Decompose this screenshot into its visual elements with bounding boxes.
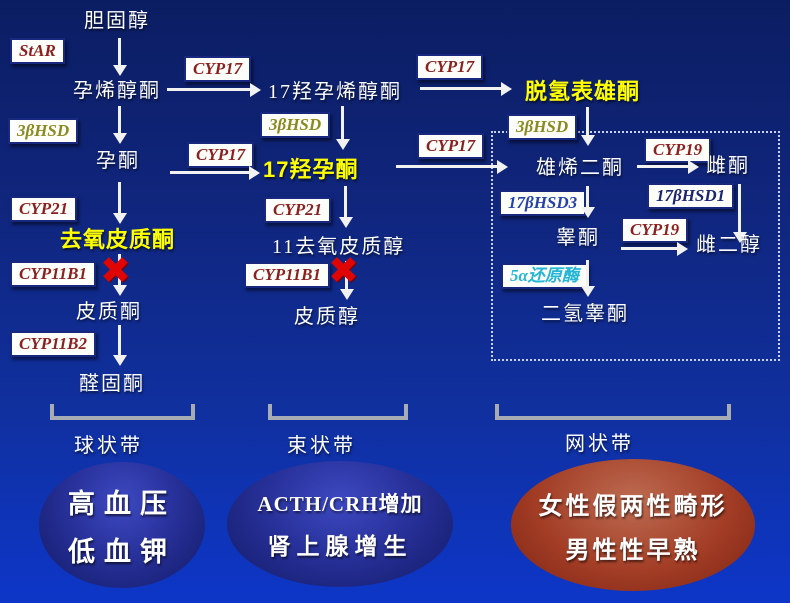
enzyme-17bhsd1: 17βHSD1 [647, 183, 735, 210]
enzyme-cyp17-2: CYP17 [187, 142, 255, 169]
node-cortisol: 皮质醇 [294, 306, 360, 328]
node-testosterone: 睾酮 [556, 227, 600, 249]
enzyme-3bhsd-1: 3βHSD [8, 118, 79, 145]
node-pregnenolone: 孕烯醇酮 [73, 80, 161, 102]
node-cholesterol: 胆固醇 [84, 10, 150, 32]
outcome-text: 男性性早熟 [565, 536, 701, 564]
outcome-ellipse-fasciculata: ACTH/CRH增加 肾上腺增生 [227, 461, 453, 587]
enzyme-cyp21-2: CYP21 [264, 197, 332, 224]
reticularis-dotted-region [491, 131, 780, 361]
outcome-text: ACTH/CRH增加 [257, 491, 423, 516]
enzyme-cyp19-2: CYP19 [621, 217, 689, 244]
node-estrone: 雌酮 [706, 155, 750, 177]
arrow-pregnenolone-to-17oh-pregnenolone [167, 88, 251, 91]
enzyme-5a-reductase: 5α还原酶 [501, 263, 588, 290]
enzyme-cyp17-1: CYP17 [184, 56, 252, 83]
arrow-17oh-pregnenolone-to-17oh-progesterone [341, 106, 344, 140]
node-17oh-progesterone: 17羟孕酮 [263, 157, 359, 182]
arrow-corticosterone-to-aldosterone [118, 325, 121, 356]
node-17oh-pregnenolone: 17羟孕烯醇酮 [268, 81, 402, 103]
zone-label-glomerulosa: 球状带 [74, 435, 143, 457]
enzyme-cyp21-1: CYP21 [10, 196, 78, 223]
arrow-estrone-to-estradiol [738, 184, 741, 233]
arrow-17oh-progesterone-to-androstenedione [396, 165, 498, 168]
enzyme-17bhsd3: 17βHSD3 [499, 190, 587, 217]
node-progesterone: 孕酮 [96, 150, 140, 172]
node-dht: 二氢睾酮 [541, 303, 629, 325]
node-deoxycorticosterone: 去氧皮质酮 [60, 227, 176, 252]
enzyme-cyp19-1: CYP19 [644, 137, 712, 164]
zone-label-fasciculata: 束状带 [287, 435, 356, 457]
enzyme-cyp11b2: CYP11B2 [10, 331, 97, 358]
enzyme-star: StAR [10, 38, 65, 65]
enzyme-cyp17-4: CYP17 [417, 133, 485, 160]
enzyme-cyp17-3: CYP17 [416, 54, 484, 81]
node-corticosterone: 皮质酮 [76, 301, 142, 323]
enzyme-3bhsd-2: 3βHSD [260, 112, 331, 139]
outcome-text: 肾上腺增生 [267, 532, 413, 559]
enzyme-cyp11b1-1: CYP11B1 [10, 261, 97, 288]
arrow-dhea-to-androstenedione [586, 107, 589, 136]
enzyme-3bhsd-3: 3βHSD [507, 114, 578, 141]
arrow-pregnenolone-to-progesterone [118, 106, 121, 134]
arrow-androstenedione-to-estrone [637, 165, 689, 168]
node-dhea: 脱氢表雄酮 [525, 79, 641, 104]
arrow-progesterone-to-17oh-progesterone [170, 171, 250, 174]
bracket-glomerulosa [50, 404, 195, 420]
outcome-text: 高血压 [68, 488, 176, 519]
node-androstenedione: 雄烯二酮 [536, 157, 624, 179]
block-x-icon: ✖ [328, 249, 360, 292]
arrow-11-deoxycortisol-to-cortisol [345, 261, 348, 290]
enzyme-cyp11b1-2: CYP11B1 [244, 262, 331, 289]
arrow-17oh-progesterone-to-11-deoxycortisol [344, 186, 347, 218]
arrow-testosterone-to-dht [586, 260, 589, 287]
outcome-text: 女性假两性畸形 [538, 492, 728, 520]
arrow-cholesterol-to-pregnenolone [118, 38, 121, 66]
arrow-testosterone-to-estradiol [621, 247, 678, 250]
node-estradiol: 雌二醇 [696, 234, 762, 256]
bracket-reticularis [495, 404, 731, 420]
zone-label-reticularis: 网状带 [565, 433, 634, 455]
block-x-icon: ✖ [100, 249, 132, 292]
bracket-fasciculata [268, 404, 408, 420]
outcome-ellipse-reticularis: 女性假两性畸形 男性性早熟 [511, 459, 755, 591]
arrow-17oh-pregnenolone-to-dhea [420, 87, 502, 90]
arrow-doc-to-corticosterone [118, 254, 121, 286]
outcome-ellipse-glomerulosa: 高血压 低血钾 [39, 462, 205, 588]
node-11-deoxycortisol: 11去氧皮质醇 [272, 236, 406, 258]
outcome-text: 低血钾 [68, 536, 176, 567]
node-aldosterone: 醛固酮 [79, 373, 145, 395]
arrow-androstenedione-to-testosterone [586, 186, 589, 208]
arrow-progesterone-to-doc [118, 182, 121, 214]
